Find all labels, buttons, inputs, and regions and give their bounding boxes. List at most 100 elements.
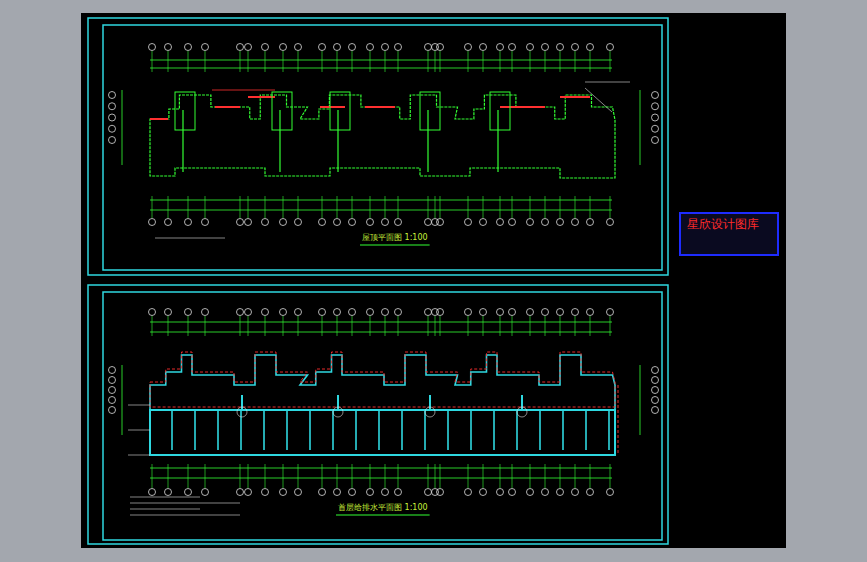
cad-line — [240, 51, 241, 72]
axis-bubble — [542, 309, 549, 316]
axis-bubble — [652, 137, 659, 144]
cad-line — [468, 196, 469, 218]
cad-line — [512, 51, 513, 72]
axis-bubble — [165, 489, 172, 496]
title-underline — [336, 514, 430, 515]
axis-bubble — [652, 92, 659, 99]
axis-bubble — [165, 309, 172, 316]
cad-line — [370, 51, 371, 72]
axis-bubble — [497, 309, 504, 316]
cad-line — [500, 51, 501, 72]
drawing-title: 屋顶平面图 1:100 — [360, 232, 430, 243]
sheet-frame — [88, 18, 668, 275]
upper-walls — [150, 355, 615, 410]
axis-bubble — [437, 309, 444, 316]
cad-line — [590, 316, 591, 336]
axis-bubble — [367, 219, 374, 226]
partition-wall — [378, 410, 380, 450]
axis-bubble — [395, 489, 402, 496]
dimension-line — [150, 468, 612, 469]
axis-bubble — [607, 44, 614, 51]
axis-bubble — [527, 489, 534, 496]
cad-line — [500, 316, 501, 336]
cad-line — [352, 51, 353, 72]
cad-line — [322, 316, 323, 336]
axis-bubble — [237, 44, 244, 51]
partition-wall — [194, 410, 196, 450]
axis-bubble — [245, 44, 252, 51]
cad-line — [265, 316, 266, 336]
cad-line — [560, 196, 561, 218]
cad-line — [265, 51, 266, 72]
parapet-line — [500, 106, 545, 108]
axis-bubble — [557, 309, 564, 316]
parapet-line — [320, 106, 345, 108]
cad-line — [575, 196, 576, 218]
axis-bubble — [185, 489, 192, 496]
note-line — [155, 238, 225, 239]
axis-bubble — [465, 44, 472, 51]
axis-bubble — [149, 309, 156, 316]
cad-line — [545, 51, 546, 72]
partition-wall — [424, 410, 426, 450]
axis-bubble — [652, 377, 659, 384]
outer-wall — [150, 410, 615, 455]
cad-line — [610, 51, 611, 72]
cad-line — [352, 316, 353, 336]
axis-bubble — [149, 219, 156, 226]
cad-line — [152, 196, 153, 218]
partition-wall — [217, 410, 219, 450]
axis-bubble — [295, 489, 302, 496]
axis-bubble — [237, 309, 244, 316]
roof-outline — [150, 95, 615, 178]
cad-line — [545, 196, 546, 218]
axis-bubble — [319, 44, 326, 51]
axis-bubble — [607, 219, 614, 226]
axis-bubble — [607, 309, 614, 316]
axis-bubble — [295, 309, 302, 316]
axis-bubble — [557, 44, 564, 51]
axis-bubble — [652, 387, 659, 394]
ridge-line — [182, 110, 183, 172]
partition-wall — [470, 410, 472, 450]
riser — [337, 395, 339, 410]
cad-line — [205, 316, 206, 336]
axis-bubble — [437, 44, 444, 51]
axis-bubble — [437, 489, 444, 496]
cad-line — [385, 196, 386, 218]
note-line — [130, 503, 240, 504]
axis-bubble — [109, 125, 116, 132]
axis-bubble — [382, 309, 389, 316]
axis-bubble — [587, 309, 594, 316]
axis-bubble — [202, 309, 209, 316]
axis-bubble — [652, 397, 659, 404]
cad-line — [440, 196, 441, 218]
pipe-line — [150, 352, 615, 407]
axis-bubble — [202, 219, 209, 226]
axis-bubble — [587, 219, 594, 226]
roof-plan — [109, 44, 659, 239]
dimension-line — [150, 322, 612, 323]
parapet-line — [560, 96, 590, 98]
cad-line — [640, 90, 641, 165]
axis-bubble — [367, 489, 374, 496]
sheet-border — [103, 292, 662, 540]
cad-line — [512, 196, 513, 218]
axis-bubble — [185, 44, 192, 51]
cad-line — [370, 196, 371, 218]
cad-line — [322, 196, 323, 218]
dimension-line — [150, 478, 612, 479]
cad-line — [370, 316, 371, 336]
axis-bubble — [109, 367, 116, 374]
note-line — [130, 509, 200, 510]
cad-line — [640, 365, 641, 435]
cad-line — [337, 316, 338, 336]
partition-wall — [562, 410, 564, 450]
axis-bubble — [202, 44, 209, 51]
axis-bubble — [280, 489, 287, 496]
cad-line — [483, 196, 484, 218]
axis-bubble — [557, 489, 564, 496]
axis-bubble — [185, 219, 192, 226]
note-line — [130, 515, 240, 516]
